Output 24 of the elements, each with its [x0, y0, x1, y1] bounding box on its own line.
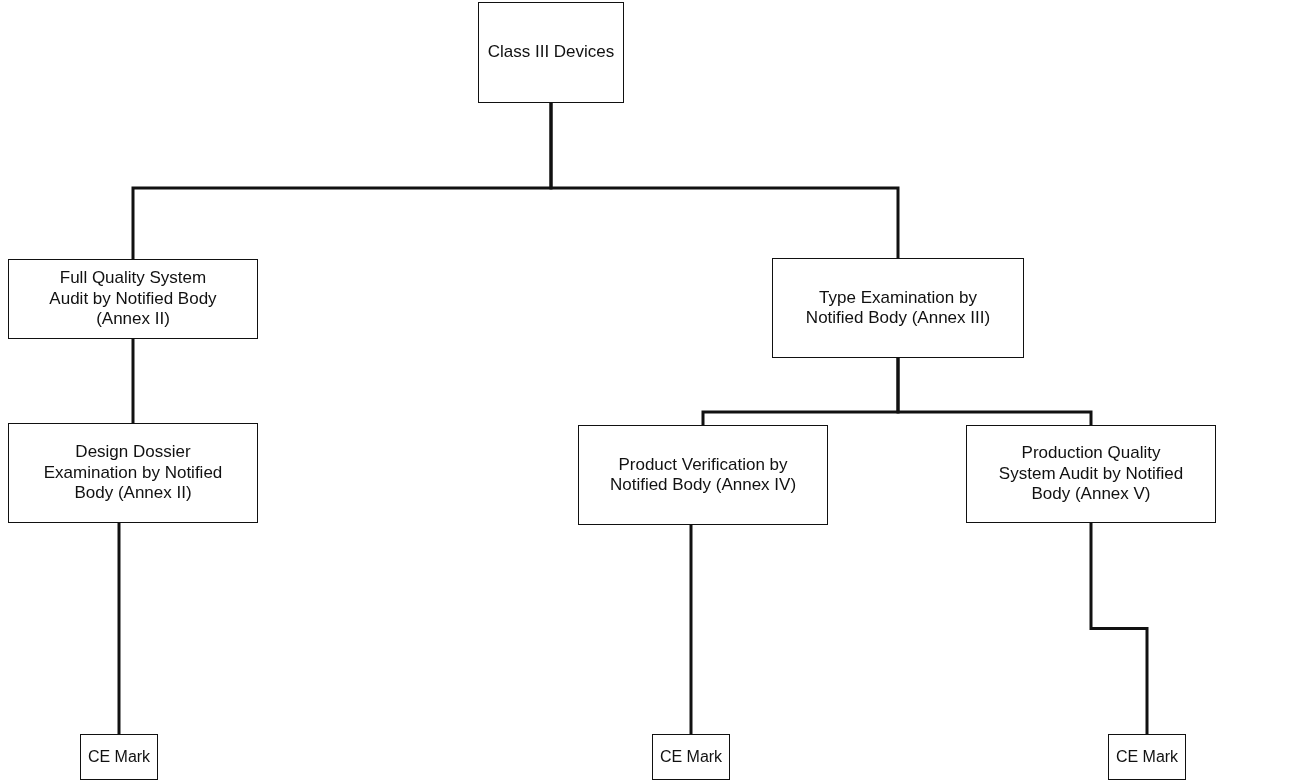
mark-box	[80, 734, 158, 780]
connector-line	[1089, 523, 1149, 734]
connector-line	[689, 525, 693, 734]
box-label: CE Mark	[1115, 747, 1179, 767]
box-label: Type Examination by Notified Body (Annex III)	[804, 287, 992, 329]
process-box	[8, 423, 258, 523]
box-label: Class III Devices	[487, 42, 615, 63]
connector-line	[896, 358, 1093, 425]
box-label: CE Mark	[87, 747, 151, 767]
connector-line	[131, 339, 135, 423]
process-box	[966, 425, 1216, 523]
box-label: Production Quality System Audit by Notified Body (Annex V)	[997, 443, 1185, 505]
box-label: Design Dossier Examination by Notified Body (Annex II)	[42, 442, 224, 504]
box-label: CE Mark	[659, 747, 723, 767]
mark-box	[1108, 734, 1186, 780]
process-box	[578, 425, 828, 525]
process-box	[8, 259, 258, 339]
mark-box	[652, 734, 730, 780]
process-box	[478, 2, 624, 103]
connector-line	[117, 523, 121, 734]
connector-line	[549, 103, 900, 258]
process-box	[772, 258, 1024, 358]
box-label: Full Quality System Audit by Notified Body (Annex II)	[48, 268, 218, 330]
box-label: Product Verification by Notified Body (Annex IV)	[609, 454, 797, 496]
